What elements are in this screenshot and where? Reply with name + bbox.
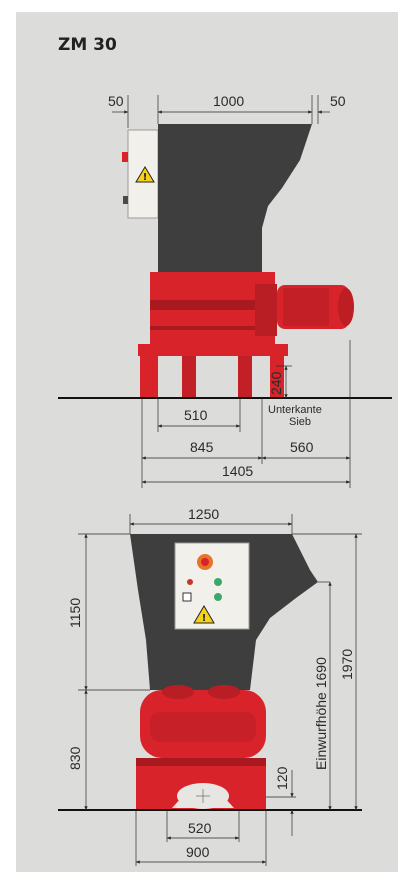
- control-box-knob: [123, 196, 128, 204]
- frame-leg: [140, 344, 158, 398]
- label-feed-height: Einwurfhöhe 1690: [313, 657, 329, 770]
- dim-top-width: 1000: [213, 93, 244, 109]
- dim-830: 830: [67, 746, 83, 770]
- frame-leg: [182, 356, 196, 398]
- label-screen: Sieb: [289, 416, 311, 428]
- indicator-light-icon: [214, 578, 222, 586]
- dim-845: 845: [190, 439, 214, 455]
- motor-fins: [283, 288, 329, 326]
- rotor-bearing: [162, 685, 194, 699]
- rotor-bearing: [208, 685, 240, 699]
- control-box-knob: [122, 152, 128, 162]
- warning-triangle-icon: !: [202, 613, 207, 624]
- warning-triangle-icon: [193, 605, 215, 624]
- dim-240: 240: [268, 371, 284, 395]
- crusher-housing-detail: [150, 712, 256, 742]
- dim-1150: 1150: [67, 598, 83, 628]
- frame-beam: [138, 344, 288, 356]
- frame-leg: [238, 356, 252, 398]
- warning-triangle-icon: [135, 166, 155, 183]
- drive-cover: [255, 284, 277, 336]
- dim-120: 120: [274, 766, 290, 790]
- front-view: ! 1250 1150 830 Einwurfhöhe 1690 19: [58, 506, 362, 866]
- dim-top-left: 50: [108, 93, 124, 109]
- dim-1970: 1970: [339, 649, 355, 680]
- switch-icon: [182, 592, 192, 602]
- hopper: [158, 124, 312, 272]
- indicator-light-icon: [214, 593, 222, 601]
- crusher-housing-detail: [150, 326, 275, 330]
- dim-1405: 1405: [222, 463, 253, 479]
- dim-900: 900: [186, 844, 210, 860]
- emergency-stop-icon: [201, 558, 209, 566]
- dim-510: 510: [184, 407, 208, 423]
- page-title: ZM 30: [58, 35, 117, 55]
- frame-leg: [270, 356, 284, 398]
- dim-560: 560: [290, 439, 314, 455]
- side-view: ! 50 1000 50 240 Unterkante: [58, 93, 392, 488]
- dim-top-right: 50: [330, 93, 346, 109]
- warning-triangle-icon: !: [143, 172, 148, 183]
- label-lower-edge: Unterkante: [268, 404, 322, 416]
- base-frame-shadow: [136, 758, 266, 766]
- dim-520: 520: [188, 820, 212, 836]
- control-box: [174, 542, 250, 630]
- indicator-light-icon: [187, 579, 193, 585]
- crusher-housing-band: [150, 300, 275, 310]
- motor-end-cap: [338, 288, 354, 326]
- dim-1250: 1250: [188, 506, 219, 522]
